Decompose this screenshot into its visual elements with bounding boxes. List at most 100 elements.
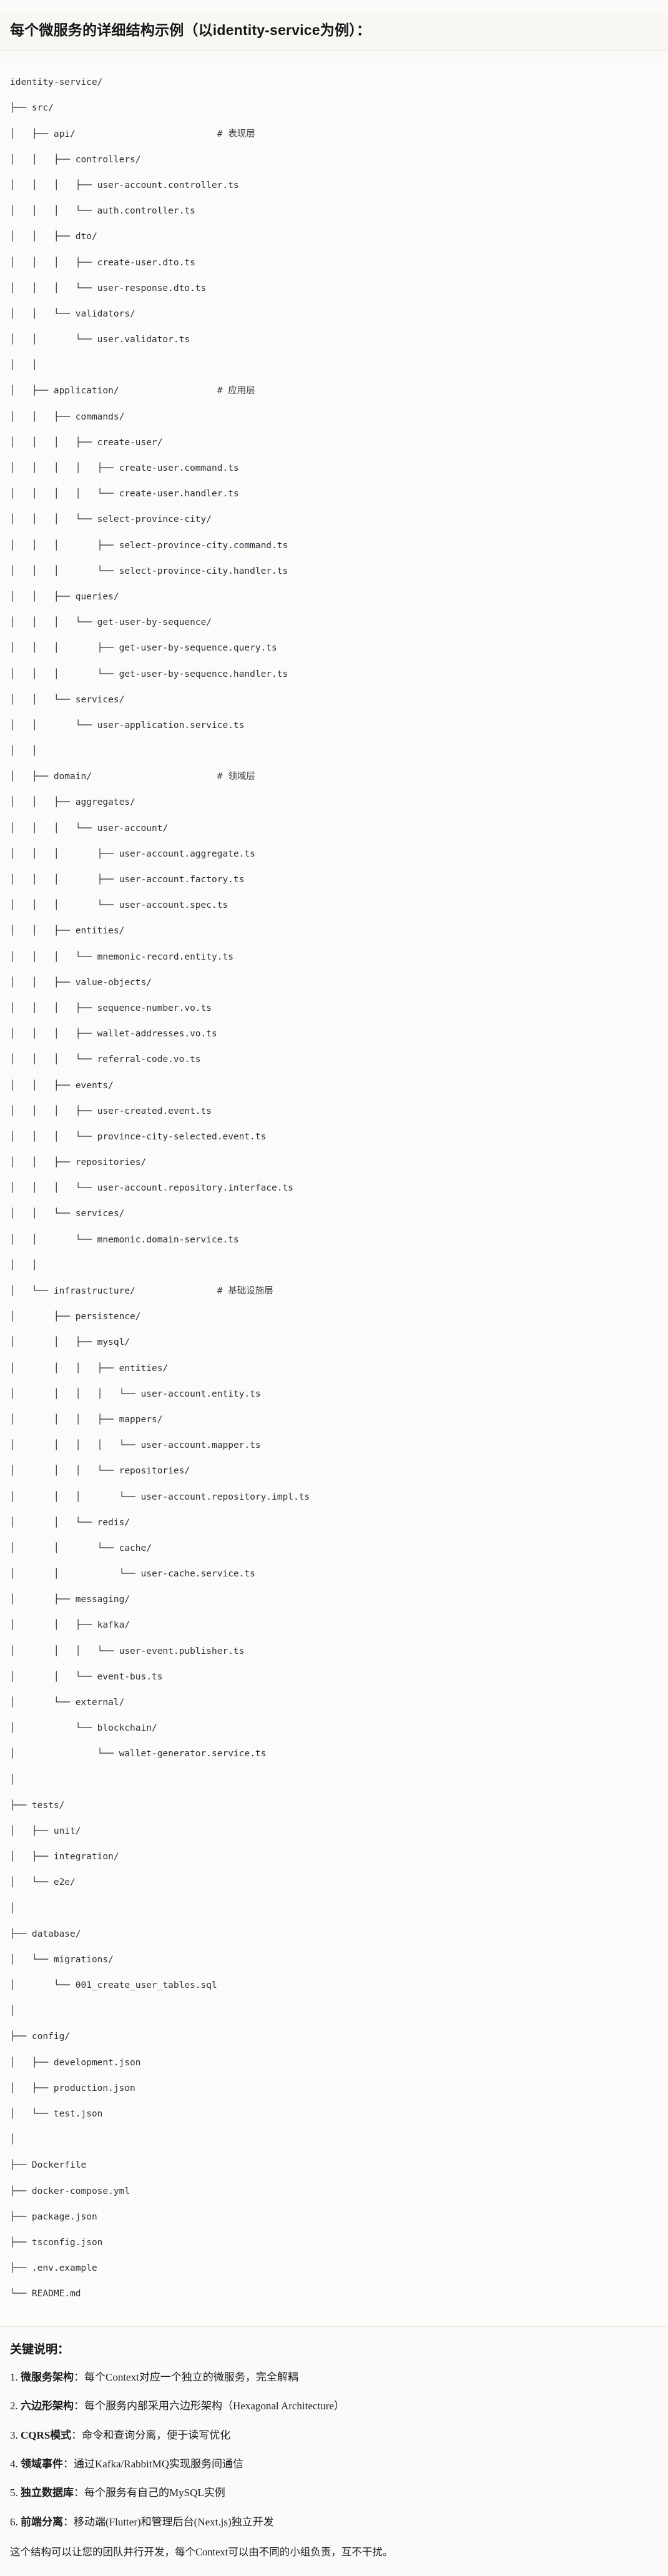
tree-line: │ │ │ └── repositories/ <box>10 1466 190 1477</box>
tree-line: │ │ │ ├── user-created.event.ts <box>10 1106 212 1116</box>
tree-line: │ │ │ ├── user-account.factory.ts <box>10 875 245 885</box>
key-note-separator: ： <box>63 2515 74 2528</box>
tree-line: ├── Dockerfile <box>10 2160 87 2171</box>
tree-line: │ │ └── user-application.service.ts <box>10 720 245 730</box>
key-note-description: 命令和查询分离，便于读写优化 <box>82 2429 231 2441</box>
tree-line: │ │ │ └── get-user-by-sequence/ <box>10 617 212 628</box>
key-note-item: 3. CQRS模式：命令和查询分离，便于读写优化 <box>10 2427 658 2444</box>
key-note-item: 1. 微服务架构：每个Context对应一个独立的微服务，完全解耦 <box>10 2369 658 2386</box>
tree-line-comment: # 基础设施层 <box>217 1286 273 1297</box>
tree-line: │ │ ├── entities/ <box>10 926 125 937</box>
tree-line: │ │ │ └── select-province-city/ <box>10 514 212 525</box>
tree-line: │ └── wallet-generator.service.ts <box>10 1749 267 1759</box>
tree-line: │ │ │ └── user-account.spec.ts <box>10 900 228 911</box>
closing-paragraph: 这个结构可以让您的团队并行开发，每个Context可以由不同的小组负责，互不干扰… <box>10 2546 393 2559</box>
tree-line: │ │ │ └── user-account.repository.impl.t… <box>10 1492 310 1502</box>
tree-line: │ │ │ │ └── user-account.entity.ts <box>10 1389 261 1399</box>
tree-line-path: │ ├── api/ <box>10 129 217 139</box>
tree-line: │ ├── production.json <box>10 2083 135 2093</box>
tree-line: │ │ │ │ ├── create-user.command.ts <box>10 463 239 474</box>
tree-line: │ │ │ ├── select-province-city.command.t… <box>10 540 288 551</box>
tree-line: │ └── test.json <box>10 2109 103 2120</box>
key-note-description: 通过Kafka/RabbitMQ实现服务间通信 <box>74 2458 243 2470</box>
key-notes-title: 关键说明： <box>10 2342 70 2356</box>
key-note-term: CQRS模式 <box>21 2429 72 2441</box>
tree-line: │ │ │ └── auth.controller.ts <box>10 206 195 217</box>
tree-line: │ │ │ ├── wallet-addresses.vo.ts <box>10 1029 217 1040</box>
tree-line: │ │ ├── repositories/ <box>10 1158 147 1168</box>
tree-line: ├── docker-compose.yml <box>10 2186 130 2196</box>
tree-line: │ │ ├── mysql/ <box>10 1337 130 1348</box>
tree-line: │ ├── unit/ <box>10 1826 81 1836</box>
tree-line: │ └── e2e/ <box>10 1877 76 1888</box>
tree-line: │ │ │ ├── sequence-number.vo.ts <box>10 1003 212 1013</box>
tree-line: │ │ └── validators/ <box>10 308 135 319</box>
tree-line: │ └── migrations/ <box>10 1954 114 1965</box>
tree-line: │ ├── development.json <box>10 2057 141 2068</box>
tree-line: ├── src/ <box>10 103 54 114</box>
tree-line-comment: # 领域层 <box>217 772 255 782</box>
tree-line: │ │ │ └── select-province-city.handler.t… <box>10 566 288 576</box>
tree-line: │ └── external/ <box>10 1698 125 1708</box>
tree-line: ├── tsconfig.json <box>10 2237 103 2248</box>
tree-line: │ │ <box>10 1260 37 1271</box>
tree-line-path: │ ├── domain/ <box>10 772 217 782</box>
key-note-number: 4. <box>10 2458 21 2470</box>
tree-line: │ │ ├── value-objects/ <box>10 977 152 988</box>
key-note-description: 移动端(Flutter)和管理后台(Next.js)独立开发 <box>74 2515 274 2528</box>
tree-line: ├── config/ <box>10 2032 71 2042</box>
tree-line: │ ├── integration/ <box>10 1852 119 1862</box>
key-note-separator: ： <box>63 2458 74 2470</box>
tree-line: ├── database/ <box>10 1929 81 1939</box>
tree-line: │ │ │ └── referral-code.vo.ts <box>10 1054 201 1065</box>
tree-line: │ │ └── user-cache.service.ts <box>10 1569 255 1580</box>
tree-line: │ │ │ └── user-response.dto.ts <box>10 283 207 293</box>
key-note-term: 微服务架构 <box>21 2371 74 2384</box>
tree-line: └── README.md <box>10 2289 81 2299</box>
tree-line: │ │ │ └── mnemonic-record.entity.ts <box>10 951 233 962</box>
tree-line: │ │ ├── events/ <box>10 1080 114 1091</box>
key-note-term: 独立数据库 <box>21 2487 74 2499</box>
key-note-term: 前端分离 <box>21 2515 63 2528</box>
key-note-number: 3. <box>10 2429 21 2441</box>
key-note-item: 4. 领域事件：通过Kafka/RabbitMQ实现服务间通信 <box>10 2456 658 2472</box>
tree-line: │ │ │ ├── entities/ <box>10 1363 169 1374</box>
key-note-description: 每个Context对应一个独立的微服务，完全解耦 <box>84 2371 298 2384</box>
key-note-number: 1. <box>10 2371 21 2384</box>
key-note-number: 2. <box>10 2400 21 2412</box>
tree-line: │ │ │ ├── mappers/ <box>10 1414 163 1425</box>
tree-line: │ │ ├── kafka/ <box>10 1620 130 1631</box>
tree-line: │ │ ├── commands/ <box>10 411 125 422</box>
tree-line: │ ├── messaging/ <box>10 1595 130 1605</box>
tree-line: ├── .env.example <box>10 2263 97 2274</box>
key-note-separator: ： <box>74 2487 84 2499</box>
page-title: 每个微服务的详细结构示例（以identity-service为例）： <box>0 12 668 51</box>
tree-line: │ │ ├── queries/ <box>10 591 119 602</box>
tree-line: identity-service/ <box>10 77 103 88</box>
tree-line: │ <box>10 1903 16 1914</box>
tree-line: │ <box>10 2135 16 2145</box>
tree-line: │ │ ├── controllers/ <box>10 154 141 165</box>
key-note-description: 每个服务有自己的MySQL实例 <box>84 2487 225 2499</box>
page-root: 每个微服务的详细结构示例（以identity-service为例）： ident… <box>0 12 668 2576</box>
tree-line: │ │ └── services/ <box>10 1209 125 1219</box>
directory-tree-block: identity-service/ ├── src/ │ ├── api/ # … <box>0 62 668 2327</box>
tree-line: │ │ │ ├── create-user.dto.ts <box>10 257 195 268</box>
tree-line: │ │ │ ├── user-account.controller.ts <box>10 180 239 190</box>
tree-line: │ │ └── cache/ <box>10 1543 152 1553</box>
key-note-separator: ： <box>71 2429 82 2441</box>
tree-line: │ ├── persistence/ <box>10 1312 141 1322</box>
key-note-number: 5. <box>10 2487 21 2499</box>
tree-line: │ │ <box>10 360 37 371</box>
key-note-term: 六边形架构 <box>21 2400 74 2412</box>
key-note-description: 每个服务内部采用六边形架构（Hexagonal Architecture） <box>84 2400 345 2412</box>
key-note-separator: ： <box>74 2400 84 2412</box>
tree-line: │ <box>10 2006 16 2017</box>
key-note-number: 6. <box>10 2515 21 2528</box>
key-note-separator: ： <box>74 2371 84 2384</box>
tree-line: │ │ └── redis/ <box>10 1517 130 1528</box>
tree-line: │ ├── domain/ # 领域层 <box>10 770 658 784</box>
tree-line: │ │ └── event-bus.ts <box>10 1671 163 1682</box>
tree-line: │ │ │ └── user-account.repository.interf… <box>10 1183 293 1194</box>
